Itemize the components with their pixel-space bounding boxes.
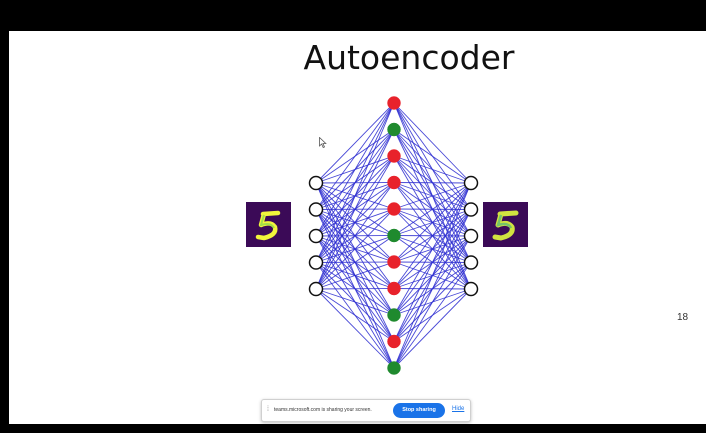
network-edge [315, 288, 395, 342]
hidden-node-red [387, 334, 401, 349]
slide-title: Autoencoder [303, 38, 515, 77]
mouse-cursor-icon [319, 135, 327, 153]
network-edge [315, 102, 395, 290]
network-edge [393, 182, 472, 342]
network-edge [315, 102, 395, 263]
hidden-node-red [387, 149, 401, 163]
output-digit-image [483, 202, 528, 247]
hidden-node-red [387, 281, 401, 296]
input-node [308, 228, 324, 244]
drag-handle-icon[interactable]: ⁞ [267, 406, 269, 413]
network-edge [393, 182, 472, 236]
network-edge [315, 102, 395, 237]
input-node [308, 202, 324, 217]
slide-page-number: 18 [677, 312, 689, 323]
network-edge [315, 288, 395, 290]
network-edge [315, 155, 395, 290]
network-edge [393, 235, 472, 369]
network-edge [315, 102, 395, 210]
network-edge [393, 209, 472, 369]
network-edge [393, 182, 472, 263]
stop-sharing-button[interactable]: Stop sharing [393, 403, 445, 418]
input-digit-image [246, 202, 291, 247]
hidden-node-green [387, 361, 401, 375]
network-edge [393, 182, 472, 316]
input-node [308, 255, 324, 270]
network-edge [315, 261, 395, 290]
network-edge [315, 102, 395, 184]
network-edge [315, 288, 395, 316]
network-edge [393, 182, 472, 369]
network-nodes [308, 96, 479, 375]
hidden-node-red [387, 96, 401, 110]
autoencoder-network-diagram [308, 96, 479, 375]
network-edge [393, 182, 472, 184]
network-edge [393, 102, 472, 184]
network-edge [315, 288, 395, 369]
hide-link[interactable]: Hide [452, 406, 465, 412]
input-node [308, 281, 324, 297]
output-node [463, 281, 479, 297]
output-node [463, 228, 479, 244]
network-edge [393, 288, 472, 369]
output-node [463, 175, 479, 191]
hidden-node-red [387, 175, 401, 190]
output-node [463, 202, 479, 217]
network-edge [393, 129, 472, 184]
screen-sharing-bar: ⁞ teams.microsoft.com is sharing your sc… [261, 399, 471, 422]
sharing-message: teams.microsoft.com is sharing your scre… [274, 407, 372, 413]
network-edge [315, 208, 395, 290]
network-edge [315, 182, 395, 290]
network-edge [393, 182, 472, 210]
hidden-node-green [387, 308, 401, 322]
output-node [463, 255, 479, 270]
hidden-node-green [387, 228, 401, 243]
presentation-slide: Autoencoder 18 ⁞ teams.microsoft.com is … [9, 31, 706, 424]
hidden-node-red [387, 202, 401, 216]
hidden-node-red [387, 255, 401, 269]
network-edge [393, 182, 472, 289]
network-edge [315, 129, 395, 290]
network-edge [315, 235, 395, 290]
network-edges [315, 102, 472, 369]
hidden-node-green [387, 122, 401, 137]
input-node [308, 175, 324, 191]
network-edge [393, 155, 472, 184]
network-edge [393, 262, 472, 369]
